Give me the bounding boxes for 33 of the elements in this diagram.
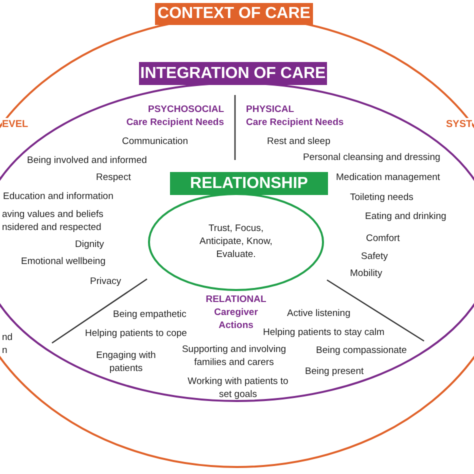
list-item: Helping patients to cope: [85, 327, 188, 340]
list-item: Emotional wellbeing: [21, 255, 106, 268]
list-item: Respect: [96, 171, 132, 184]
list-item: Privacy: [90, 275, 122, 288]
integration-banner: INTEGRATION OF CARE: [139, 62, 327, 85]
list-item: Active listening: [287, 307, 352, 320]
list-item: Supporting and involving families and carers: [180, 343, 288, 369]
list-item: Being compassionate: [316, 344, 408, 357]
relationship-banner: RELATIONSHIP: [170, 172, 328, 195]
list-item: Safety: [361, 250, 389, 263]
list-item: Engaging with patients: [95, 349, 157, 375]
list-item: Rest and sleep: [267, 135, 332, 148]
list-item: Being empathetic: [113, 308, 188, 321]
list-item: nd n: [2, 331, 14, 357]
list-item: Medication management: [336, 171, 442, 184]
list-item: Eating and drinking: [365, 210, 448, 223]
list-item: Toileting needs: [350, 191, 414, 204]
list-item: Being involved and informed: [27, 154, 148, 167]
list-item: Working with patients to set goals: [186, 375, 290, 401]
list-item: Comfort: [366, 232, 401, 245]
list-item: Personal cleansing and dressing: [303, 151, 442, 164]
list-item: aving values and beliefs nsidered and respected: [2, 208, 104, 234]
section-heading: Care Recipient Needs: [246, 116, 345, 129]
relationship-qualities: Trust, Focus, Anticipate, Know, Evaluate.: [198, 222, 274, 261]
list-item: Education and information: [3, 190, 114, 203]
list-item: Communication: [122, 135, 189, 148]
section-heading: PSYCHOSOCIAL: [146, 103, 224, 116]
list-item: Dignity: [75, 238, 106, 251]
section-heading: PHYSICAL: [246, 103, 296, 116]
list-item: Mobility: [350, 267, 384, 280]
list-item: Being present: [305, 365, 365, 378]
context-banner: CONTEXT OF CARE: [155, 3, 313, 25]
section-heading: Care Recipient Needs: [125, 116, 224, 129]
